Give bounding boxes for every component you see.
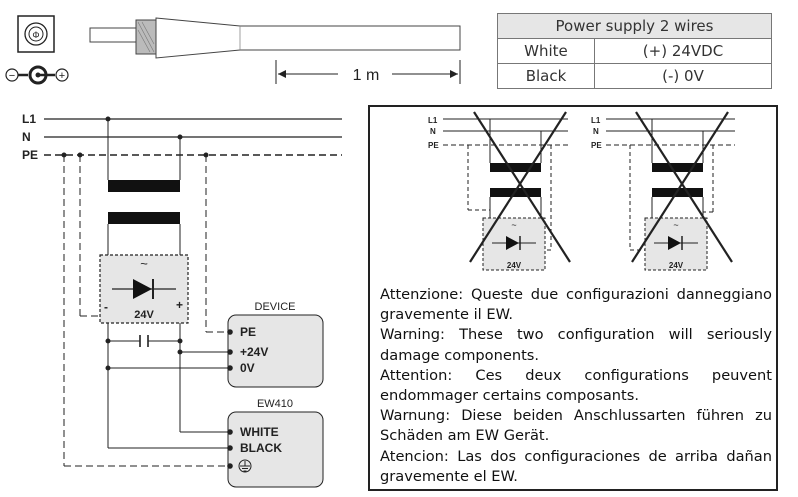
psu-voltage: 24V — [134, 309, 154, 321]
warning-body: Diese beiden Anschlussarten führen zu Sc… — [380, 407, 772, 445]
warning-body: Queste due configurazioni danneggiano gr… — [380, 286, 772, 324]
warning-paragraph-fr: Attention: Ces deux configurations peuve… — [380, 366, 772, 406]
n-label: N — [22, 130, 31, 144]
connector-center-symbol: Φ — [32, 30, 39, 40]
svg-text:L1: L1 — [591, 116, 601, 125]
warning-lang: Attenzione: — [380, 286, 464, 303]
power-supply-table: Power supply 2 wires White (+) 24VDC Bla… — [497, 13, 773, 89]
svg-text:PE: PE — [591, 141, 602, 150]
device-pe: PE — [240, 325, 256, 339]
cable-length-label: 1 m — [353, 67, 380, 84]
power-table-title: Power supply 2 wires — [497, 13, 772, 39]
device-title: DEVICE — [255, 301, 296, 313]
psu-ac-symbol: ~ — [140, 256, 148, 271]
svg-text:~: ~ — [511, 220, 516, 230]
device-0v: 0V — [240, 361, 255, 375]
svg-text:24V: 24V — [669, 261, 684, 270]
warning-lang: Warning: — [380, 326, 445, 344]
wrong-config-1: L1 N PE ~ 24V — [428, 111, 571, 271]
warning-body: Ces deux configurations peuvent endommag… — [380, 366, 773, 405]
ew-title: EW410 — [257, 398, 293, 410]
psu-minus: - — [104, 300, 108, 314]
svg-text:~: ~ — [673, 220, 678, 230]
table-cell-wire: White — [497, 38, 595, 64]
warning-lang: Warnung: — [380, 407, 451, 425]
warning-text: Attenzione: Queste due configurazioni da… — [380, 285, 772, 487]
device-24v: +24V — [240, 345, 268, 359]
warning-lang: Attention: — [380, 366, 453, 384]
svg-text:N: N — [430, 127, 436, 136]
cable-connector-illustration — [89, 17, 461, 59]
svg-text:24V: 24V — [507, 261, 522, 270]
warning-lang: Atencion: — [380, 447, 449, 465]
svg-text:L1: L1 — [428, 116, 438, 125]
warning-body: These two configuration will seriously d… — [380, 326, 772, 364]
polarity-symbol-icon: − + — [5, 65, 69, 85]
polarity-minus: − — [9, 70, 15, 82]
table-cell-value: (-) 0V — [593, 63, 773, 89]
ground-icon — [238, 459, 252, 473]
l1-label: L1 — [22, 112, 36, 126]
table-cell-wire: Black — [497, 63, 595, 89]
psu-plus: + — [176, 298, 183, 312]
warning-paragraph-it: Attenzione: Queste due configurazioni da… — [380, 285, 772, 325]
dc-connector-icon: Φ — [17, 15, 55, 53]
svg-text:PE: PE — [428, 141, 439, 150]
warning-box: Attenzione: Queste due configurazioni da… — [368, 105, 778, 491]
ew-white: WHITE — [240, 425, 279, 439]
polarity-plus: + — [59, 70, 65, 82]
warning-body: Las dos configuraciones de arriba dañan … — [380, 447, 772, 485]
svg-text:N: N — [593, 127, 599, 136]
wrong-config-2: L1 N PE ~ 24V — [591, 111, 735, 271]
warning-paragraph-es: Atencion: Las dos configuraciones de arr… — [380, 447, 772, 487]
warning-paragraph-de: Warnung: Diese beiden Anschlussarten füh… — [380, 406, 772, 446]
warning-paragraph-en: Warning: These two configuration will se… — [380, 325, 772, 365]
table-cell-value: (+) 24VDC — [593, 38, 773, 64]
ew-black: BLACK — [240, 441, 282, 455]
wiring-schematic: L1 N PE ~ - + 24V — [22, 112, 342, 488]
cable-length-dimension: 1 m — [275, 60, 461, 84]
pe-label: PE — [22, 148, 38, 162]
